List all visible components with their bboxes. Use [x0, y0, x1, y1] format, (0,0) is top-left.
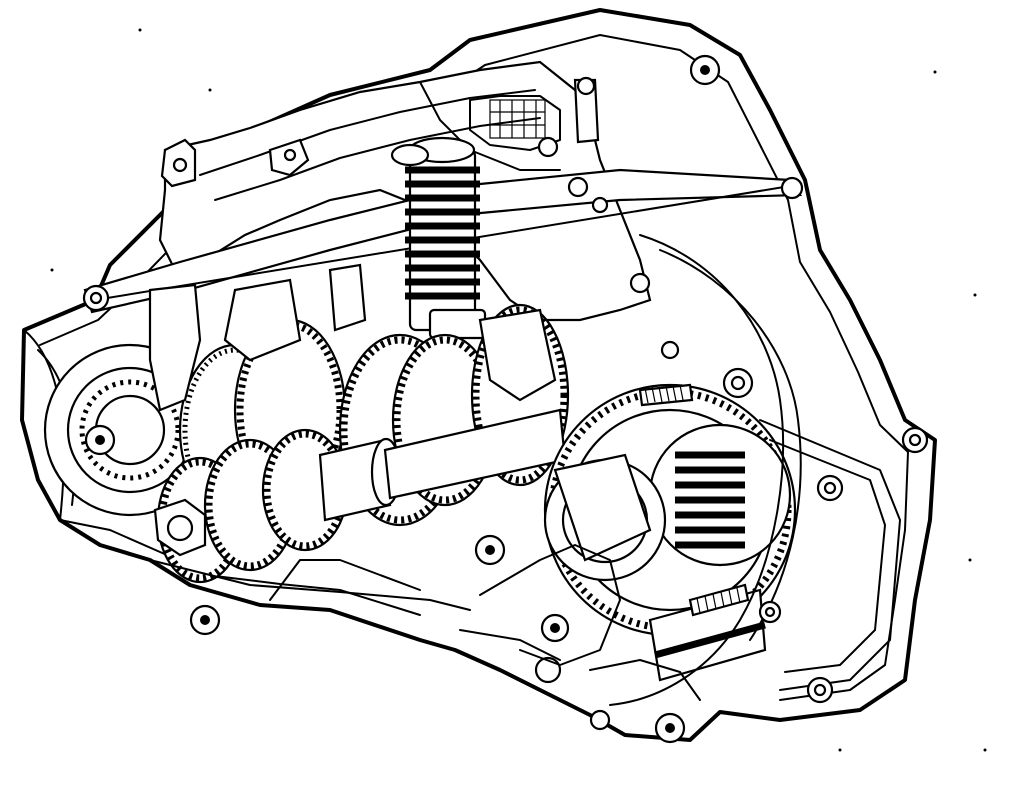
- scan-specks: [50, 28, 987, 752]
- housing-bolt-bosses: [189, 54, 721, 744]
- shift-housing: [158, 60, 652, 322]
- differential-bolts: [638, 383, 750, 617]
- lower-casting: [149, 544, 701, 701]
- bellhousing-flange: [609, 234, 929, 706]
- differential: [543, 383, 797, 682]
- gear-cluster: [148, 263, 570, 584]
